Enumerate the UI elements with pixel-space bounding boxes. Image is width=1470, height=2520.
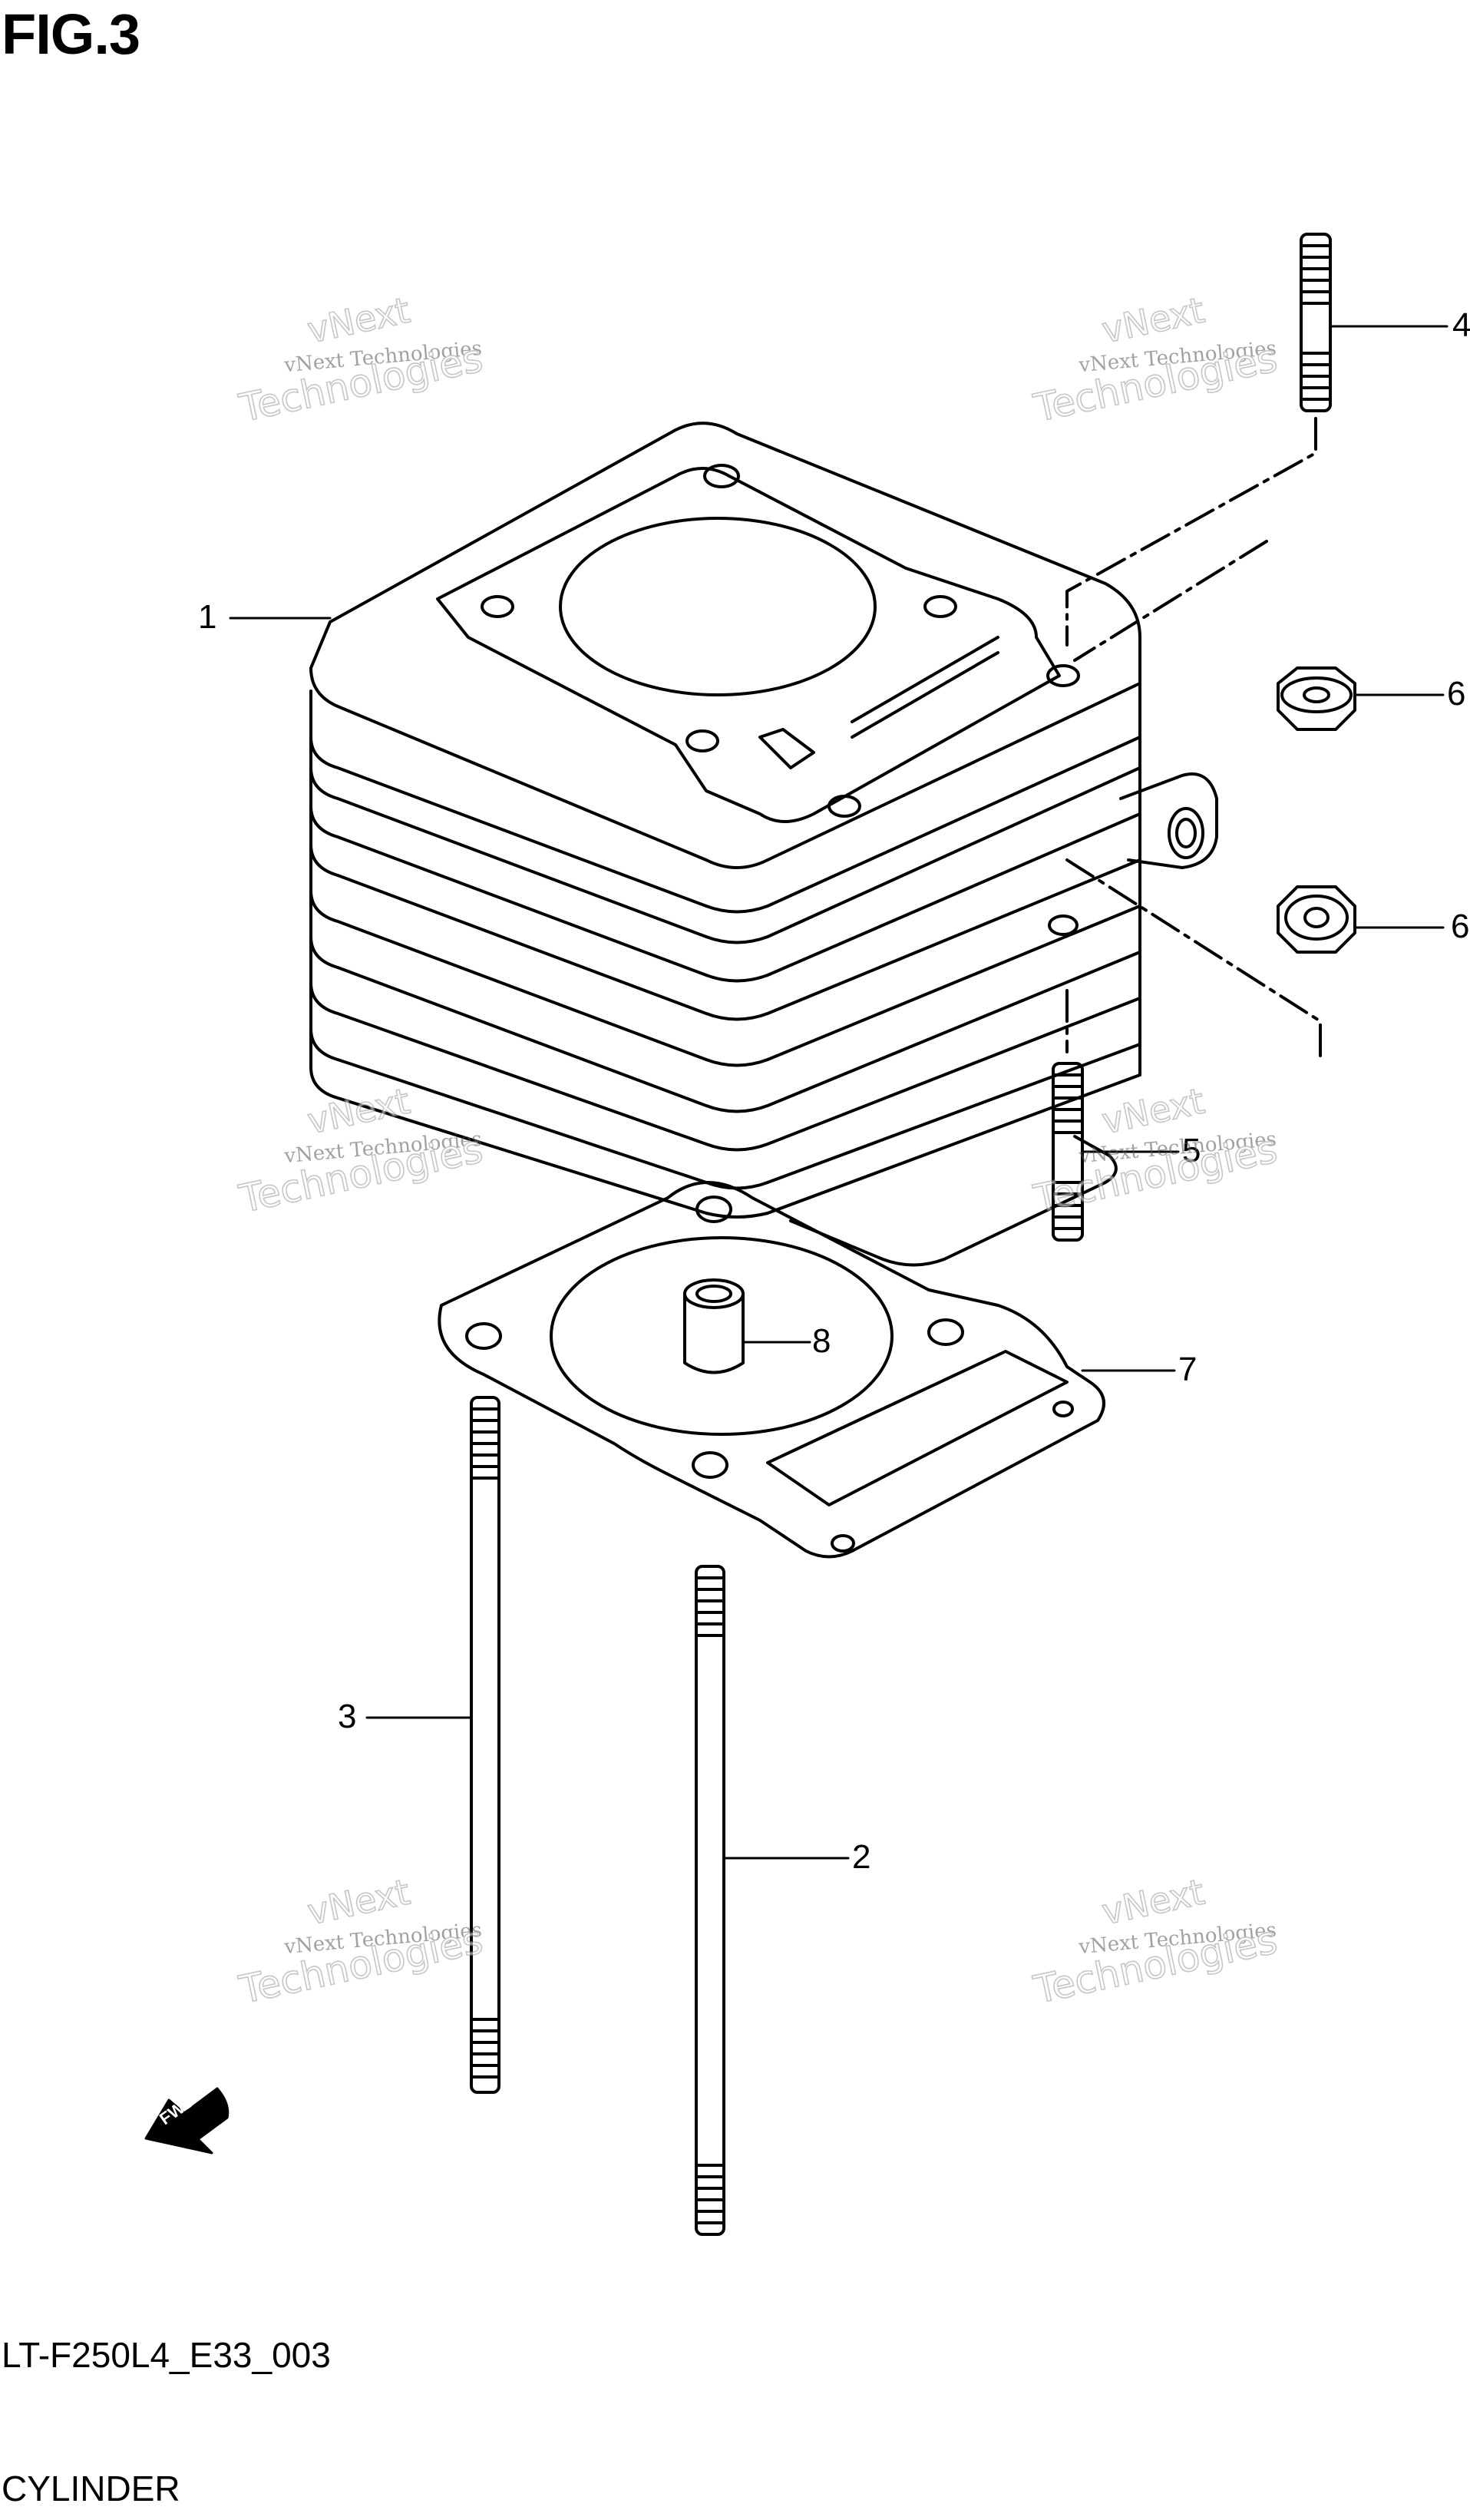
long-stud-3 — [470, 1396, 500, 2094]
figure-title: FIG.3 — [2, 2, 140, 66]
callout-4[interactable]: 4 — [1452, 306, 1470, 344]
flange-nut-upper — [1277, 666, 1356, 731]
flange-nut-lower — [1277, 885, 1356, 954]
forward-arrow-icon — [144, 2087, 230, 2155]
dowel-pin — [683, 1278, 745, 1374]
callout-8[interactable]: 8 — [812, 1322, 831, 1360]
callout-7[interactable]: 7 — [1178, 1351, 1197, 1388]
diagram-name: CYLINDER — [2, 2469, 180, 2508]
diagram-code: LT-F250L4_E33_003 — [2, 2335, 331, 2375]
long-stud-2 — [695, 1565, 725, 2236]
callout-6-lower[interactable]: 6 — [1451, 908, 1470, 945]
leader-lines — [229, 325, 1449, 1860]
callout-3[interactable]: 3 — [338, 1698, 357, 1735]
stud-bolt-4 — [1300, 233, 1332, 412]
stud-bolt-5 — [1052, 1062, 1084, 1242]
callout-6-upper[interactable]: 6 — [1447, 675, 1466, 713]
callout-1[interactable]: 1 — [198, 598, 217, 636]
cylinder-base-gasket — [438, 1181, 1105, 1559]
cylinder-block — [309, 422, 1218, 1267]
callout-5[interactable]: 5 — [1182, 1132, 1201, 1169]
callout-2[interactable]: 2 — [852, 1838, 871, 1876]
